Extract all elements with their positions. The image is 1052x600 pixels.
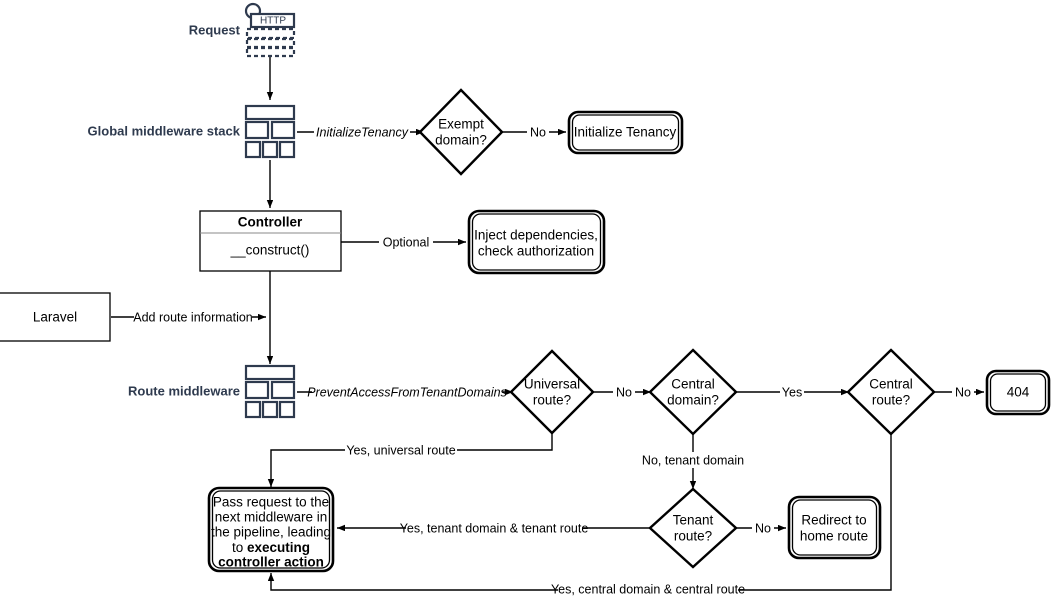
central-domain-line2: domain? [667,393,719,408]
node-exempt-domain[interactable]: Exempt domain? [418,88,504,176]
edge-universal-route-to-pass-request [267,432,553,487]
tenant-route-line2: route? [674,529,712,544]
edge-label-central-route-no: No [952,384,974,400]
central-domain-line1: Central [671,377,715,392]
laravel-label: Laravel [33,310,77,325]
node-404[interactable]: 404 [985,369,1051,416]
universal-route-line2: route? [533,393,571,408]
svg-text:No, tenant domain: No, tenant domain [642,453,744,467]
redirect-home-line2: home route [800,529,868,544]
edge-label-initialize-tenancy: InitializeTenancy [314,124,410,141]
svg-text:Optional: Optional [383,235,430,249]
edge-label-add-route-information: Add route information [133,309,253,325]
pass-request-line2: next middleware in [215,510,328,525]
tenant-route-line1: Tenant [673,513,714,528]
exempt-domain-line1: Exempt [438,117,484,132]
redirect-home-line1: Redirect to [801,513,866,528]
edge-label-exempt-no: No [527,124,549,140]
svg-text:Add route information: Add route information [133,310,253,324]
pass-request-line1: Pass request to the [213,495,329,510]
node-laravel[interactable]: Laravel [0,292,111,342]
404-label: 404 [1007,385,1030,400]
svg-text:No: No [755,521,771,535]
edge-label-central-domain-yes: Yes [780,384,804,400]
universal-route-line1: Universal [524,377,580,392]
svg-text:Yes, tenant domain & tenant ro: Yes, tenant domain & tenant route [400,521,589,535]
side-label-global-middleware-stack: Global middleware stack [88,123,241,138]
node-inject-dependencies[interactable]: Inject dependencies, check authorization [467,209,606,275]
node-universal-route[interactable]: Universal route? [509,349,595,435]
controller-method: __construct() [230,243,310,258]
node-central-domain[interactable]: Central domain? [648,348,738,436]
pass-request-line4: to executing [232,540,310,555]
svg-text:PreventAccessFromTenantDomains: PreventAccessFromTenantDomains [307,385,507,399]
pass-request-line4-bold: executing [247,540,310,555]
edge-label-universal-no: No [613,384,635,400]
node-pass-request[interactable]: Pass request to the next middleware in t… [207,486,335,573]
edge-label-no-tenant-domain: No, tenant domain [641,452,746,468]
route-middleware-icon [244,364,296,419]
inject-dependencies-line2: check authorization [478,244,594,259]
edge-label-prevent-access: PreventAccessFromTenantDomains [307,384,507,401]
svg-text:InitializeTenancy: InitializeTenancy [316,125,409,139]
svg-text:Yes: Yes [782,385,802,399]
controller-header: Controller [238,215,303,230]
node-tenant-route[interactable]: Tenant route? [648,487,738,569]
edge-label-optional: Optional [379,234,433,250]
http-icon-label: HTTP [260,16,286,27]
pass-request-line4-plain: to [232,540,247,555]
edge-label-yes-universal-route: Yes, universal route [345,442,457,458]
pass-request-line3: the pipeline, leading [211,525,331,540]
central-route-line1: Central [869,377,913,392]
edge-label-yes-tenant-domain-tenant-route: Yes, tenant domain & tenant route [400,520,589,536]
svg-text:Yes, universal route: Yes, universal route [346,443,455,457]
http-request-icon: HTTP [244,2,296,58]
side-label-route-middleware: Route middleware [128,383,240,398]
svg-text:Yes, central domain & central: Yes, central domain & central route [551,582,745,596]
node-redirect-home-route[interactable]: Redirect to home route [787,495,882,560]
node-initialize-tenancy[interactable]: Initialize Tenancy [567,110,684,155]
exempt-domain-line2: domain? [435,133,487,148]
inject-dependencies-line1: Inject dependencies, [474,228,598,243]
node-central-route[interactable]: Central route? [846,348,936,436]
edge-label-tenant-route-no: No [752,520,774,536]
central-route-line2: route? [872,393,910,408]
svg-text:No: No [616,385,632,399]
initialize-tenancy-label: Initialize Tenancy [574,125,677,140]
pass-request-line5: controller action [218,555,324,570]
global-middleware-stack-icon [244,104,296,159]
svg-text:No: No [955,385,971,399]
side-label-request: Request [189,22,241,37]
node-controller[interactable]: Controller __construct() [199,210,342,272]
edge-label-yes-central-domain-central-route: Yes, central domain & central route [551,582,745,598]
svg-text:No: No [530,125,546,139]
